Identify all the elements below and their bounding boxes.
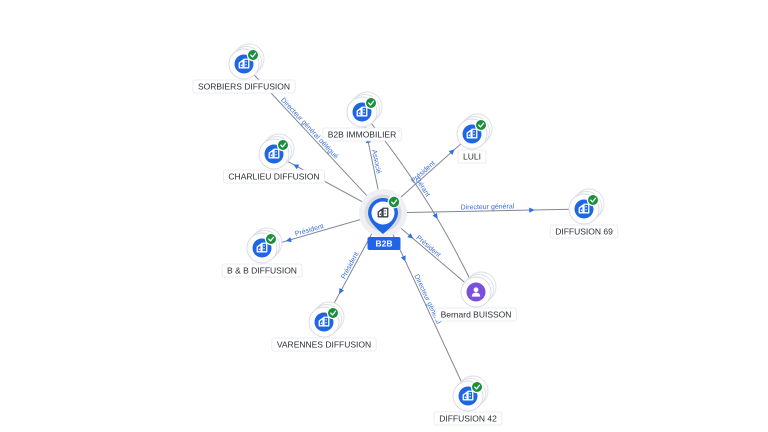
node-luli[interactable]: LULI [456, 113, 493, 164]
node-sorbiers[interactable]: SORBIERS DIFFUSION [192, 43, 296, 94]
node-label: B2B IMMOBILIER [328, 130, 397, 140]
node-label: VARENNES DIFFUSION [277, 340, 371, 350]
verified-check-icon [246, 48, 260, 62]
node-label-box [223, 169, 325, 184]
node-bb[interactable]: B & B DIFFUSION [221, 227, 303, 278]
node-label: SORBIERS DIFFUSION [198, 82, 290, 92]
node-label: DIFFUSION 69 [555, 227, 613, 237]
node-label: B & B DIFFUSION [227, 266, 297, 276]
verified-check-icon [470, 380, 484, 394]
node-b2b-immo[interactable]: B2B IMMOBILIER [322, 91, 402, 142]
edge-label: Président [294, 223, 324, 238]
edge-arrow [293, 164, 300, 170]
node-label-box [271, 337, 377, 352]
edge-label: Président [415, 234, 442, 259]
node-label-box [221, 263, 303, 278]
node-label-box [192, 79, 296, 94]
verified-check-icon [586, 193, 600, 207]
node-label-box [322, 127, 402, 142]
node-label: Bernard BUISSON [441, 310, 512, 320]
node-label-box [549, 224, 619, 239]
node-varennes[interactable]: VARENNES DIFFUSION [271, 301, 377, 352]
verified-check-icon [474, 118, 488, 132]
person-glyph-icon [471, 287, 481, 297]
node-charlieu[interactable]: CHARLIEU DIFFUSION [223, 133, 325, 184]
center-label: B2B [375, 239, 392, 249]
edge-label: Directeur général [461, 203, 515, 211]
center-node[interactable]: B2B [359, 189, 407, 250]
node-label-box [457, 149, 487, 164]
edge-arrow [448, 149, 455, 155]
edge-arrow [407, 233, 414, 239]
node-label: LULI [463, 152, 481, 162]
verified-check-icon [387, 195, 401, 209]
edge-line [382, 212, 469, 397]
node-bernard[interactable]: Bernard BUISSON [435, 271, 517, 322]
verified-check-icon [326, 306, 340, 320]
center-label-box [367, 237, 401, 250]
edge-line [382, 208, 585, 214]
edge-label: Président [340, 251, 360, 280]
nodes-layer: SORBIERS DIFFUSION B2B IMMOBILIER LULI CHAR… [192, 43, 619, 426]
node-label: CHARLIEU DIFFUSION [228, 172, 319, 182]
verified-check-icon [264, 232, 278, 246]
edge-arrow [339, 288, 344, 295]
node-diffusion69[interactable]: DIFFUSION 69 [549, 188, 619, 239]
verified-check-icon [276, 138, 290, 152]
node-label-box [433, 411, 503, 426]
node-label: DIFFUSION 42 [439, 414, 497, 424]
edge-label: Associé [370, 149, 382, 175]
edge-arrow [400, 255, 406, 262]
verified-check-icon [364, 96, 378, 110]
edge-arrow [432, 212, 438, 219]
edge-diffusion69[interactable]: Directeur général [382, 203, 585, 214]
building-icon [377, 207, 389, 218]
node-diffusion42[interactable]: DIFFUSION 42 [433, 375, 503, 426]
edge-arrow [529, 207, 535, 213]
node-label-box [435, 307, 517, 322]
edge-label: Gérant [413, 177, 431, 199]
edge-arrow [285, 237, 292, 243]
